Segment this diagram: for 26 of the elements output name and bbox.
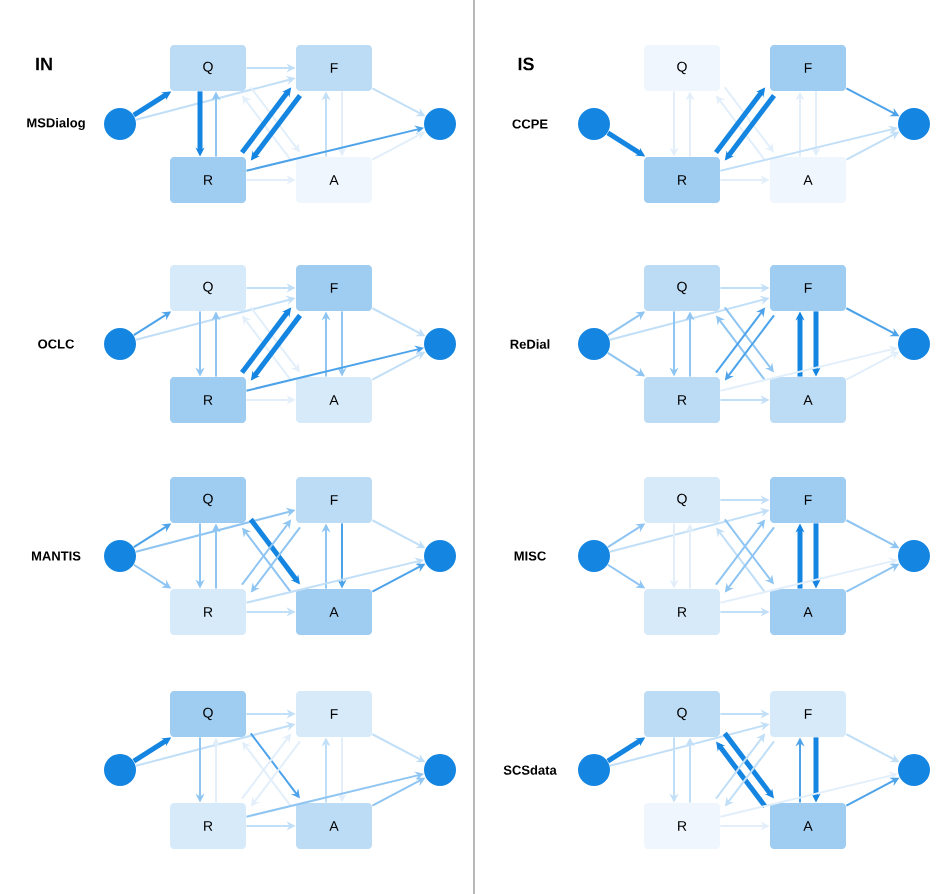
circle-node bbox=[424, 753, 456, 786]
arrow bbox=[242, 315, 293, 382]
circle-node bbox=[104, 753, 136, 786]
arrow bbox=[242, 95, 293, 162]
circle-node bbox=[578, 328, 610, 360]
circle-node bbox=[898, 328, 930, 360]
column-heading: IN bbox=[36, 57, 52, 71]
circle-node bbox=[104, 108, 136, 140]
arrow bbox=[242, 741, 293, 808]
circle-node bbox=[898, 540, 930, 572]
arrow bbox=[716, 315, 767, 382]
circle-node bbox=[898, 753, 930, 786]
circle-node bbox=[424, 328, 456, 360]
arrow bbox=[716, 95, 767, 162]
arrow bbox=[716, 741, 768, 809]
circle-node bbox=[424, 108, 456, 140]
circle-node bbox=[424, 540, 456, 572]
arrow bbox=[242, 527, 293, 594]
circle-node bbox=[578, 753, 610, 786]
circle-node bbox=[578, 540, 610, 572]
circle-node bbox=[898, 108, 930, 140]
arrow bbox=[716, 527, 767, 594]
circle-node bbox=[104, 540, 136, 572]
circle-node bbox=[104, 328, 136, 360]
column-heading: IS bbox=[518, 57, 534, 71]
circle-node bbox=[578, 108, 610, 140]
